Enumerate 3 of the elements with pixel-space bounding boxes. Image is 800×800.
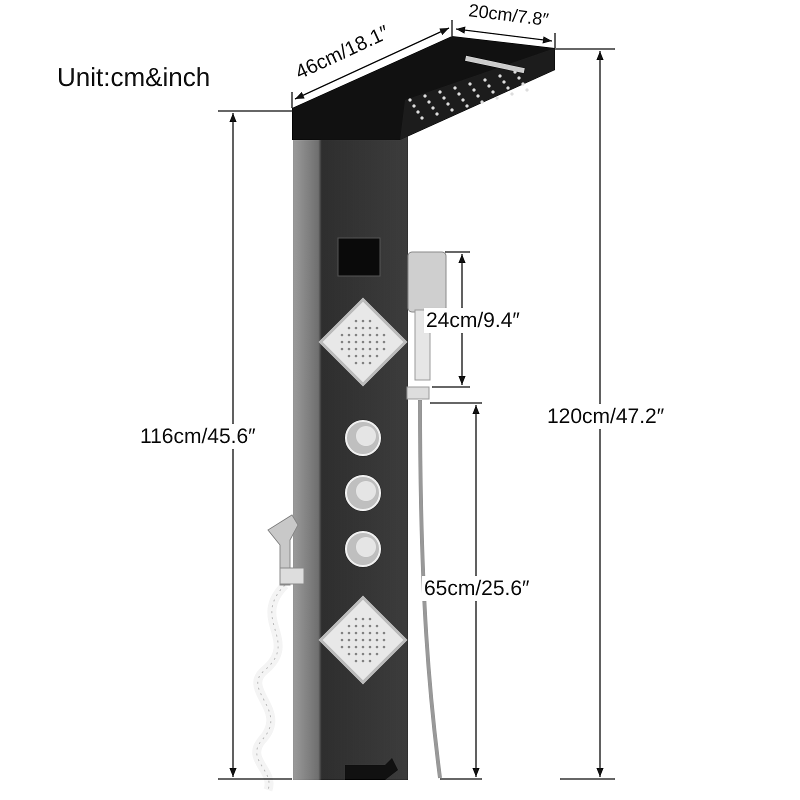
dimension-label: 20cm/7.8″ <box>466 0 551 32</box>
dimension-label: 24cm/9.4″ <box>424 308 522 334</box>
dimension-label: 65cm/25.6″ <box>422 576 532 602</box>
